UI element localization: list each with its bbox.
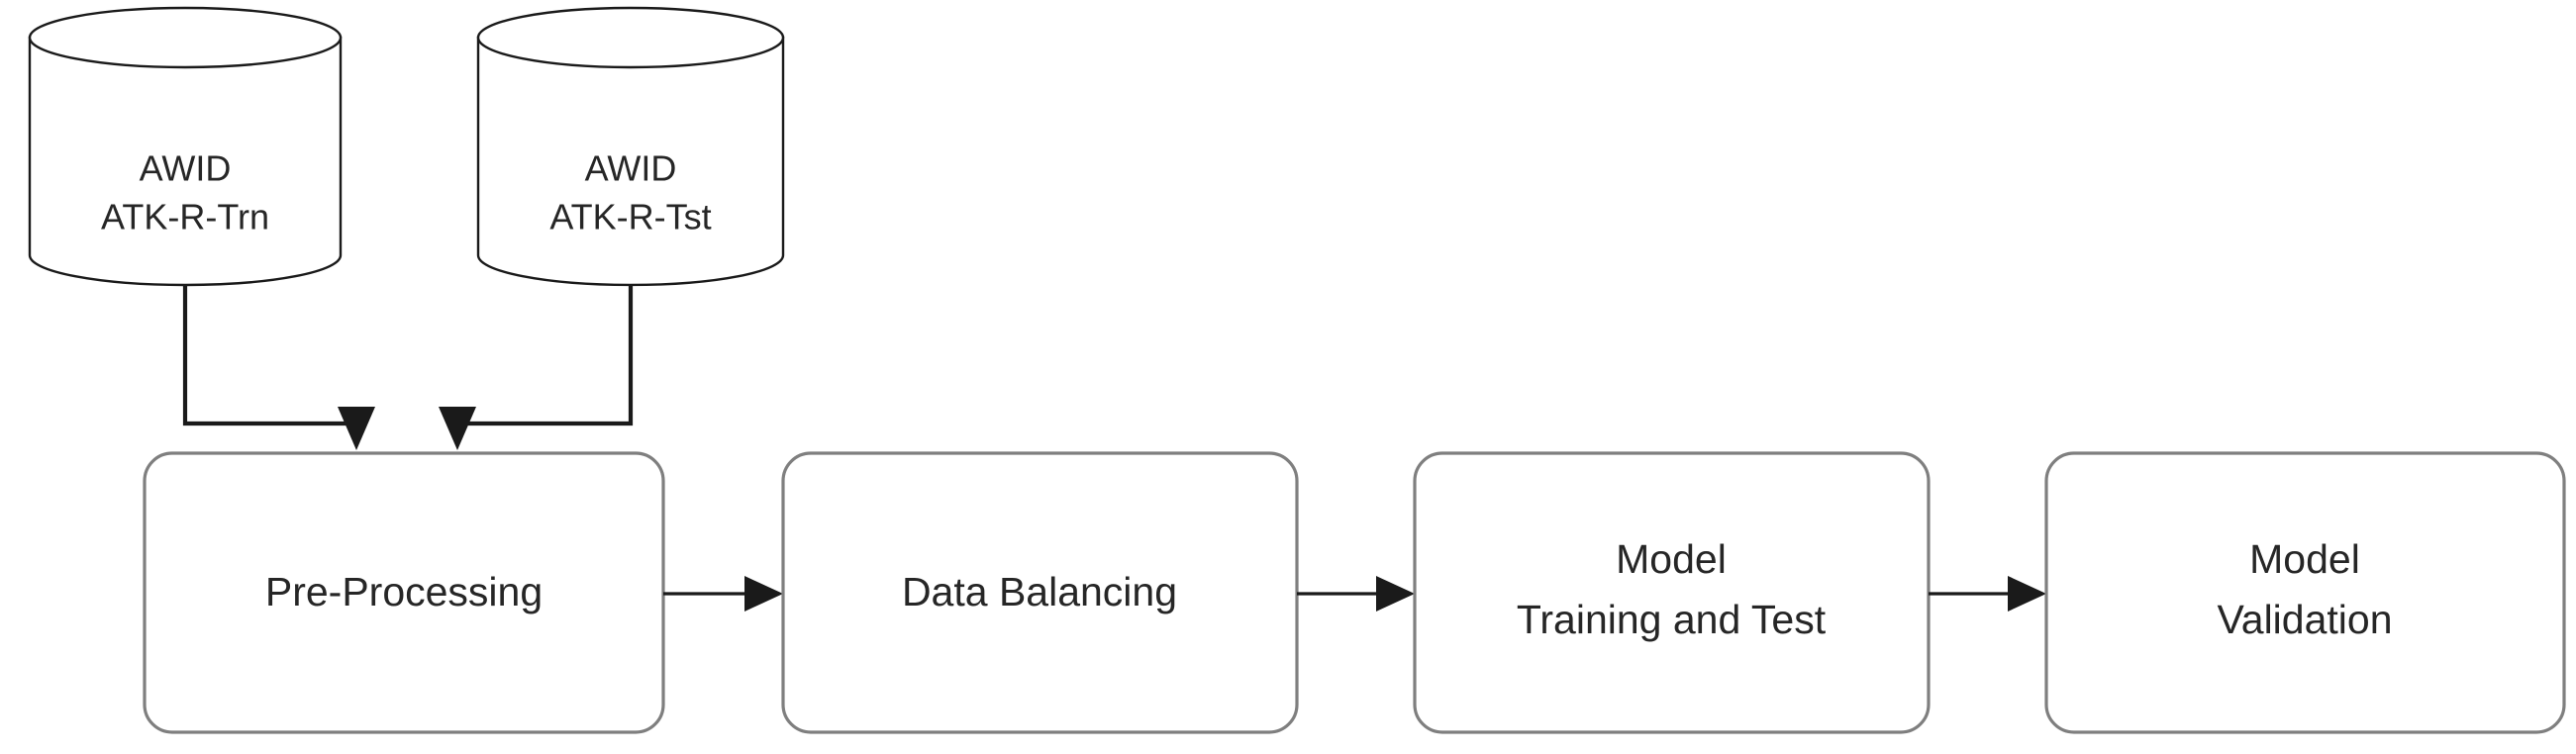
cylinder-body-shape bbox=[28, 36, 343, 287]
process-box-shape bbox=[2044, 451, 2566, 734]
step-model-training-and-test[interactable]: Model Training and Test bbox=[1413, 451, 1931, 734]
cylinder-top-ellipse bbox=[476, 6, 785, 69]
connector-tst-to-preprocessing bbox=[439, 285, 634, 450]
connector-preprocessing-to-balancing bbox=[663, 576, 783, 612]
arrow-head-icon bbox=[338, 407, 375, 450]
connector-path bbox=[182, 285, 359, 426]
step-pre-processing[interactable]: Pre-Processing bbox=[143, 451, 665, 734]
datastore-awid-atk-r-tst[interactable]: AWID ATK-R-Tst bbox=[476, 6, 785, 287]
arrow-head-icon bbox=[744, 576, 783, 612]
connector-training-to-validation bbox=[1929, 576, 2046, 612]
step-model-validation[interactable]: Model Validation bbox=[2044, 451, 2566, 734]
datastore-label-line2: ATK-R-Tst bbox=[549, 197, 711, 237]
step-label-line1: Pre-Processing bbox=[265, 569, 543, 614]
datastore-label-line2: ATK-R-Trn bbox=[101, 197, 269, 237]
connector-path bbox=[454, 285, 634, 426]
arrow-head-icon bbox=[1376, 576, 1415, 612]
datastore-label-line1: AWID bbox=[585, 148, 677, 189]
arrow-head-icon bbox=[439, 407, 476, 450]
process-box-shape bbox=[1413, 451, 1931, 734]
cylinder-body-shape bbox=[476, 36, 785, 287]
connector-balancing-to-training bbox=[1297, 576, 1415, 612]
step-label-line1: Model bbox=[1616, 536, 1727, 582]
step-label-line2: Training and Test bbox=[1517, 597, 1827, 642]
step-data-balancing[interactable]: Data Balancing bbox=[781, 451, 1299, 734]
step-label-line1: Model bbox=[2249, 536, 2360, 582]
datastore-label-line1: AWID bbox=[140, 148, 232, 189]
step-label-line2: Validation bbox=[2217, 597, 2392, 642]
connector-trn-to-preprocessing bbox=[182, 285, 375, 450]
datastore-awid-atk-r-trn[interactable]: AWID ATK-R-Trn bbox=[28, 6, 343, 287]
arrow-head-icon bbox=[2008, 576, 2046, 612]
cylinder-top-ellipse bbox=[28, 6, 343, 69]
step-label-line1: Data Balancing bbox=[902, 569, 1177, 614]
